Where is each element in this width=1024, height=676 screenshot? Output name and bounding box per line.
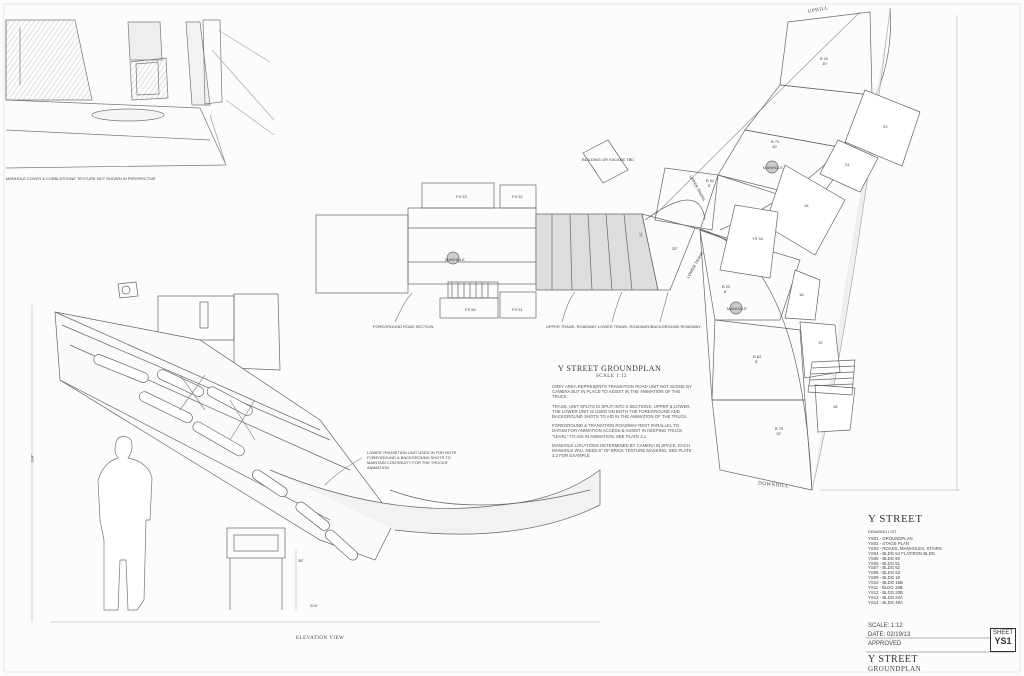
sheet-number: YS1 xyxy=(994,636,1012,646)
title-block-name: Y STREET xyxy=(868,513,923,525)
lot-23: 23 xyxy=(883,124,888,129)
lot-b62-upper: B 62 xyxy=(706,178,715,183)
groundplan-drawing xyxy=(315,7,960,491)
drawing-list-item: YS09 - BLDG 18 xyxy=(868,575,901,581)
title-block-scale: SCALE: 1:12 xyxy=(868,623,903,629)
lot-fs52: FS 52 xyxy=(512,194,523,199)
drawing-list-item: YS01 - GROUNDPLAN xyxy=(868,536,913,541)
sheet-number-box: SHEET YS1 xyxy=(990,628,1016,652)
lot-b70: B 70 xyxy=(771,139,780,144)
elevation-dim-side: 38" xyxy=(298,558,304,563)
building-tbd-label: BUILDING OR FACADE TBD xyxy=(582,157,635,162)
dim-12: 12' xyxy=(638,231,644,238)
drawing-list-item: YS04 - BLDG 54 FLATIRON BLDG xyxy=(868,550,936,556)
groundplan-scale: SCALE 1:12 xyxy=(596,374,627,379)
lot-b62-lower: B 62 xyxy=(753,354,762,359)
title-block-approved: APPROVED xyxy=(868,641,902,647)
elevation-drawing xyxy=(31,281,601,623)
drawing-list-item: YS06 - BLDG 51 xyxy=(868,560,901,566)
lot-b20-upper: B 20 xyxy=(820,56,829,61)
lot-b20-lower-sub: 8' xyxy=(724,289,727,294)
footer-name: Y STREET xyxy=(868,654,919,665)
lot-18: 18 xyxy=(799,292,804,297)
drawing-list-item: YS03 - ROADS, MANHOLES, STAIRS xyxy=(868,545,942,551)
manhole-label-3: MANHOLE xyxy=(763,165,783,170)
groundplan-notes: GREY AREA REPRESENTS TRANSITION ROAD UNI… xyxy=(552,384,692,462)
note-4: MANHOLE LOCATIONS DETERMINED BY CAMERA I… xyxy=(552,442,692,459)
elevation-dim-height: 134" xyxy=(29,454,35,463)
lot-fs51: FS 51 xyxy=(512,307,523,312)
foreground-road-label: FOREGROUND ROAD SECTION xyxy=(373,324,434,329)
lot-16: 16 xyxy=(804,203,809,208)
lot-48: 48 xyxy=(833,404,838,409)
elevation-callout: LOWER TRANSITION UNIT USED IN FOR BOTH F… xyxy=(367,450,457,470)
note-1: GREY AREA REPRESENTS TRANSITION ROAD UNI… xyxy=(552,384,692,400)
lot-b75-sub: 15' xyxy=(776,431,782,436)
angle-label: 25° xyxy=(672,246,679,251)
groundplan-title: Y STREET GROUNDPLAN xyxy=(558,364,662,373)
title-block-date: DATE: 02/19/13 xyxy=(868,632,911,638)
lot-24: 24 xyxy=(845,162,850,167)
drawing-list-item: YS11 - BLDG 19B xyxy=(868,585,903,591)
drawing-list-label: DRAWING LIST xyxy=(868,529,897,534)
lot-b62-lower-sub: 5' xyxy=(755,359,758,364)
elevation-dim-width: 224" xyxy=(310,603,319,608)
elevation-view-label: ELEVATION VIEW xyxy=(296,636,345,641)
lot-b62-upper-sub: 5' xyxy=(708,183,711,188)
roadway-labels: UPPER TRANS. ROADWAY LOWER TRANS. ROADWA… xyxy=(546,324,701,329)
note-3: FOREGROUND & TRANSITION ROADWAY REST PAR… xyxy=(552,423,683,439)
drawing-list-item: YS14 - BLDG 48A xyxy=(868,599,903,605)
drawing-list-item: YS02 - STAGE PLAN xyxy=(868,540,909,546)
drawing-list-item: YS10 - BLDG 16B xyxy=(868,580,903,586)
lot-ys54: YS 54 xyxy=(752,236,763,241)
drawing-list-item: YS05 - BLDG 50 xyxy=(868,555,901,561)
manhole-label-2: MANHOLE xyxy=(727,306,747,311)
footer-sub: GROUNDPLAN xyxy=(868,665,922,673)
manhole-label-1: MANHOLE xyxy=(445,257,465,262)
lot-b70-sub: 10' xyxy=(772,144,778,149)
drawing-list-item: YS13 - BLDG 24A xyxy=(868,594,903,600)
lot-b75: B 75 xyxy=(775,426,784,431)
perspective-note: MANHOLE COVER & COBBLESTONE TEXTURE NOT … xyxy=(6,176,156,181)
lot-fs50: FS 50 xyxy=(465,307,476,312)
drawing-list: YS01 - GROUNDPLAN YS02 - STAGE PLAN YS03… xyxy=(868,536,942,606)
lot-fs53: FS 53 xyxy=(456,194,467,199)
note-2: TRANS. UNIT SPLITS IS SPLIT INTO 2 SECTI… xyxy=(552,403,691,420)
lot-b20-upper-sub: 10' xyxy=(822,61,828,66)
drawing-list-item: YS12 - BLDG 20B xyxy=(868,589,903,595)
lot-b20-lower: B 20 xyxy=(722,284,731,289)
perspective-sketch xyxy=(5,19,275,169)
drawing-list-item: YS08 - BLDG 53 xyxy=(868,570,901,576)
lot-19: 19 xyxy=(818,340,823,345)
drawing-list-item: YS07 - BLDG 52 xyxy=(868,565,901,571)
sheet-label: SHEET xyxy=(992,630,1013,636)
